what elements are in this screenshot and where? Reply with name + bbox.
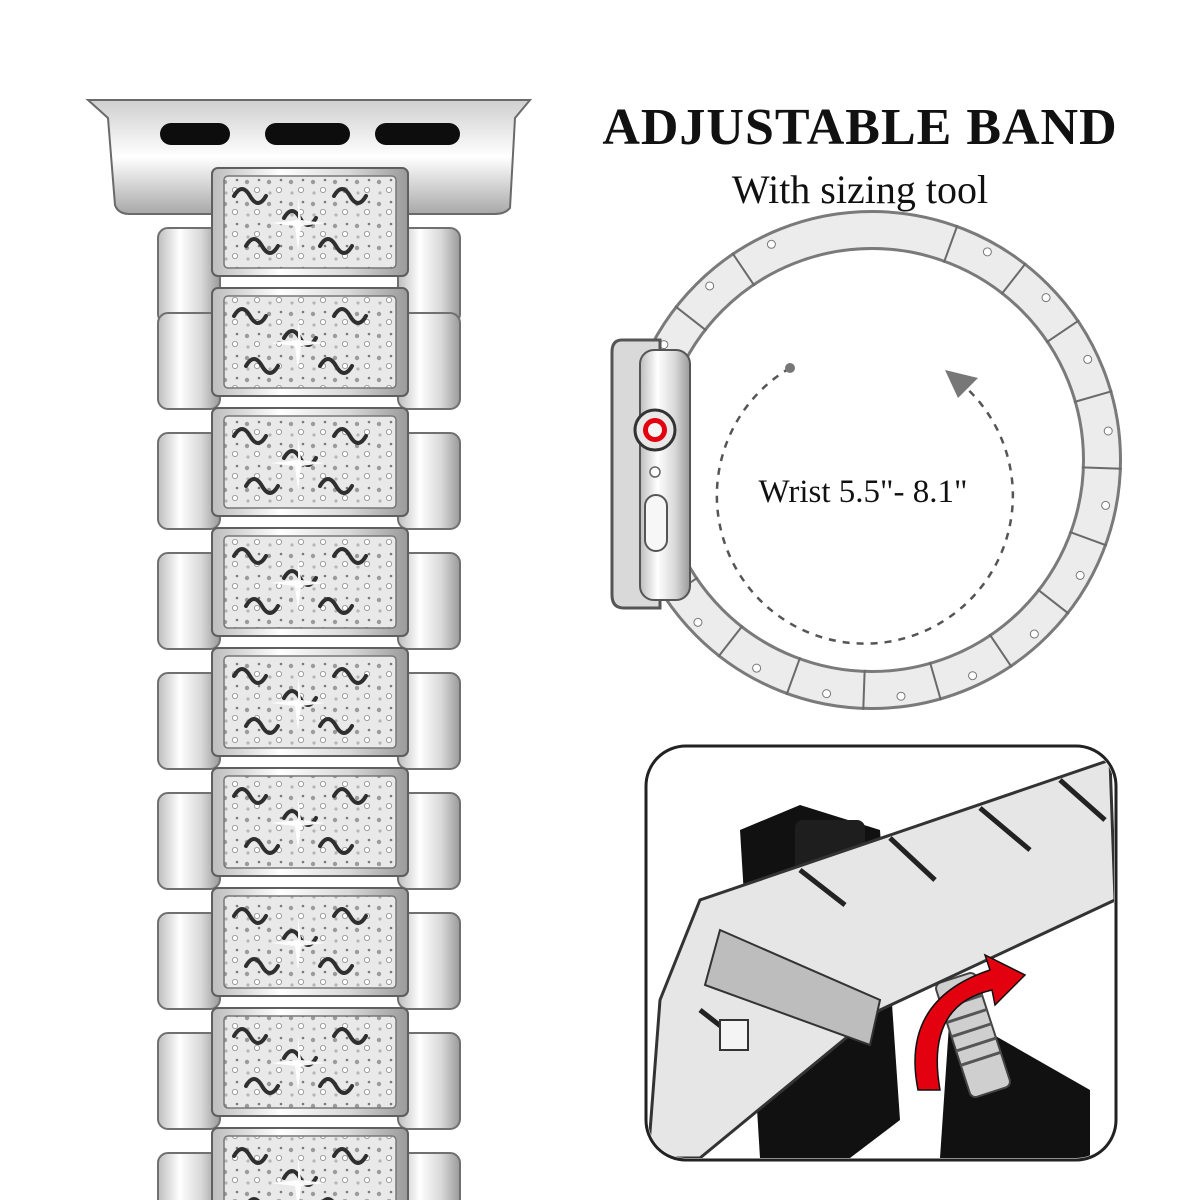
ring-link-pin: [693, 617, 703, 627]
ornament: [332, 427, 368, 445]
held-band: [648, 757, 1114, 1158]
glint: [271, 1156, 325, 1200]
subline: With sizing tool: [731, 167, 989, 212]
ornament: [232, 187, 268, 205]
ornament: [244, 1077, 280, 1095]
ornament: [232, 1027, 268, 1045]
ornament: [244, 477, 280, 495]
ornament: [332, 907, 368, 925]
ring-link-divider: [928, 661, 942, 701]
ring-link-pin: [705, 281, 715, 291]
glint: [271, 676, 325, 730]
glint: [271, 796, 325, 850]
ring-link-divider: [1073, 390, 1113, 404]
ring-link-divider: [1045, 319, 1080, 344]
rotate-arrow-icon: [914, 953, 1027, 1091]
glint: [271, 196, 325, 250]
band-connector: [85, 99, 533, 215]
ornament: [318, 1077, 354, 1095]
ring-link-pin: [752, 663, 762, 673]
ornament: [332, 787, 368, 805]
ring-link-divider: [717, 624, 744, 658]
ornament: [244, 957, 280, 975]
ring-link-divider: [942, 224, 959, 264]
ornament: [332, 1027, 368, 1045]
ring-link-divider: [1000, 262, 1027, 296]
ornament: [232, 1147, 268, 1165]
glint: [271, 316, 325, 370]
ring-link-divider: [862, 669, 866, 710]
ornament: [332, 1147, 368, 1165]
ring-link-divider: [674, 305, 708, 332]
headline: ADJUSTABLE BAND: [602, 99, 1118, 156]
ornament: [232, 667, 268, 685]
ring-link-pin: [1103, 426, 1113, 436]
ring-link-pin: [1041, 293, 1051, 303]
ring-link-pin: [822, 689, 832, 699]
side-link: [157, 1152, 221, 1200]
ring-link-divider: [785, 656, 802, 696]
ornament: [232, 787, 268, 805]
ornament: [244, 357, 280, 375]
ring-link-pin: [982, 247, 992, 257]
ornament: [318, 717, 354, 735]
ornament: [332, 187, 368, 205]
ring-link-pin: [1083, 354, 1093, 364]
ornament: [244, 597, 280, 615]
glint: [271, 436, 325, 490]
ornament: [232, 427, 268, 445]
ornament: [318, 957, 354, 975]
ring-link-pin: [968, 671, 978, 681]
ornament: [232, 907, 268, 925]
ring-link-pin: [1029, 629, 1039, 639]
band-links: [157, 167, 461, 1200]
ring-link-divider: [1081, 466, 1122, 470]
ring-link-divider: [1068, 530, 1108, 547]
side-link: [397, 1152, 461, 1200]
ornament: [318, 837, 354, 855]
ring-link-pin: [766, 239, 776, 249]
ornament: [318, 237, 354, 255]
ornament: [332, 547, 368, 565]
ornament: [244, 837, 280, 855]
ring-link-pin: [896, 691, 906, 701]
ornament: [232, 307, 268, 325]
ornament: [332, 307, 368, 325]
ornament: [318, 477, 354, 495]
glint: [271, 556, 325, 610]
ornament: [318, 357, 354, 375]
ornament: [318, 597, 354, 615]
ornament: [232, 547, 268, 565]
ring-link-divider: [988, 633, 1013, 668]
ring-link-divider: [1036, 588, 1070, 615]
ornament: [244, 717, 280, 735]
ring-link-pin: [1075, 570, 1085, 580]
ornament: [332, 667, 368, 685]
ring-link-divider: [731, 252, 756, 287]
wrist-size-label: Wrist 5.5"- 8.1": [758, 474, 968, 510]
crystal-panel: [223, 1135, 397, 1200]
glint: [271, 1036, 325, 1090]
rotate-arrow-icon: [715, 366, 1015, 645]
ring-link-pin: [1101, 500, 1111, 510]
circular-band: [610, 210, 1122, 710]
ornament: [244, 237, 280, 255]
glint: [271, 916, 325, 970]
